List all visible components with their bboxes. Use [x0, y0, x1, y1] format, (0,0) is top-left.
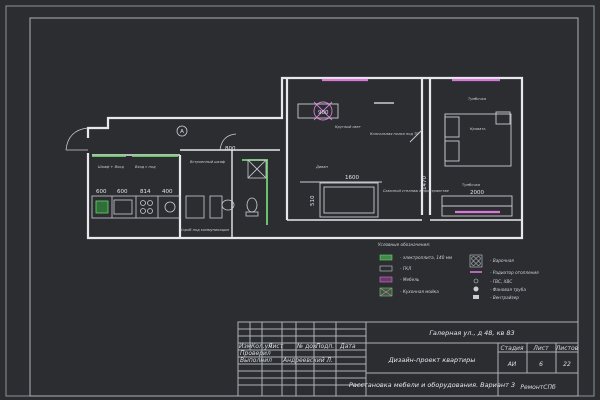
- kitchen-green-panel: [95, 200, 109, 214]
- legend-swatch-hob: [469, 254, 483, 268]
- pillow: [444, 140, 460, 162]
- tb-val-sheets: 22: [563, 361, 571, 368]
- legend-item-gkl: - ГКЛ: [400, 266, 412, 271]
- tb-hdr-date: Дата: [339, 343, 356, 350]
- oven: [113, 199, 133, 215]
- hob-burner: [140, 208, 146, 214]
- shower-tray: [247, 159, 267, 179]
- legend-item-water: - ГВС, ХВС: [490, 279, 512, 284]
- floor-plan: [65, 76, 524, 240]
- legend-swatch-gkl: [379, 265, 393, 272]
- sofa: [319, 182, 379, 218]
- tb-company: РемонтСПб: [520, 384, 556, 391]
- note-console: Сквозной стеллаж в пространстве: [383, 189, 450, 193]
- legend-item-hob: - Варочная: [490, 258, 514, 263]
- dim-900: 900: [318, 110, 329, 116]
- dim-510: 510: [310, 195, 316, 206]
- tb-val-stage: АИ: [507, 361, 517, 368]
- dim-814: 814: [140, 189, 151, 195]
- tb-name-vyp: Андреевский Л.: [282, 357, 333, 364]
- legend-item-stove: - электроплита, 140 мм: [400, 255, 452, 260]
- note-bed: Кровать: [470, 127, 486, 131]
- legend-swatch-stove: [379, 254, 393, 261]
- legend-item-sink: - Кухонная мойка: [400, 289, 439, 294]
- bathroom-fixtures: [185, 133, 267, 219]
- tb-col-stage: Стадия: [500, 345, 523, 352]
- legend-swatch-furniture: [379, 276, 393, 283]
- legend-title: Условные обозначения:: [378, 242, 431, 247]
- legend-item-drain: - Фановая труба: [490, 287, 526, 292]
- legend-swatch-sink: [379, 287, 393, 297]
- plan-annotations: А 800 600 600 814 400 1600 2000 900 510 …: [96, 97, 486, 232]
- tb-col-sheet: Лист: [532, 345, 549, 352]
- dim-800-kitchen: 800: [225, 146, 236, 152]
- legend-item-radiator: - Радиатор отопления: [490, 270, 539, 275]
- bath-door-arc: [219, 133, 237, 151]
- tb-hdr-izm: Изм: [239, 343, 252, 350]
- bedside-table: [495, 111, 511, 125]
- note-tumba-2: Тумбочка: [462, 183, 480, 187]
- note-storage: Короб под коммуникации: [180, 228, 230, 232]
- shelf-unit: [297, 103, 339, 119]
- dim-600-a: 600: [96, 189, 107, 195]
- bath-vanity: [209, 195, 223, 219]
- tb-row-vyp: Выполнил: [240, 357, 272, 364]
- drawing-frame-outer: [5, 5, 595, 397]
- legend-item-furniture: - Мебель: [400, 277, 420, 282]
- note-sofa: Диван: [315, 165, 328, 169]
- note-bath: Встроенный шкаф: [190, 160, 225, 164]
- note-tv: Консольная полка под ТВ: [370, 132, 419, 136]
- dim-400: 400: [162, 189, 173, 195]
- tb-address: Галерная ул., д 48, кв 83: [429, 329, 514, 337]
- outer-wall: [86, 76, 524, 240]
- bedroom-furniture: [409, 111, 513, 217]
- radiators: [322, 78, 500, 214]
- dim-600-b: 600: [117, 189, 128, 195]
- note-tumba-1: Тумбочка: [468, 97, 486, 101]
- living-room-furniture: [297, 101, 394, 218]
- hob-burner: [147, 208, 153, 214]
- tb-hdr-kol: Кол.уч: [251, 343, 272, 350]
- tb-project: Дизайн-проект квартиры: [388, 356, 476, 364]
- entry-door-arc: [65, 127, 89, 151]
- note-hallway-2: Вход с под: [135, 165, 156, 169]
- toilet-icon: [246, 197, 258, 213]
- axis-marker-label: А: [180, 129, 184, 135]
- legend-swatch-water: [473, 278, 479, 284]
- axis-marker: [176, 125, 188, 137]
- tb-sheet-title: Расстановка мебели и оборудования. Вариа…: [349, 381, 515, 389]
- legend-item-vent: - Вентрайзер: [490, 295, 519, 300]
- tb-hdr-doc: № док: [296, 343, 317, 350]
- title-block-text: Изм Кол.уч Лист № док Подп. Дата Провери…: [239, 329, 579, 391]
- dim-1600: 1600: [345, 175, 359, 181]
- bedroom-door: [409, 129, 423, 143]
- bath-unit: [185, 195, 205, 219]
- legend-swatch-vent: [473, 295, 479, 299]
- hob-burner: [147, 200, 153, 206]
- tb-hdr-podp: Подп.: [316, 343, 334, 350]
- legend-swatch-drain: [473, 286, 479, 292]
- note-hallway-1: Шкаф + Вход: [98, 165, 124, 169]
- pillow: [444, 116, 460, 138]
- note-lamp: Круглый свет: [335, 125, 362, 129]
- dim-1470: 1470: [422, 176, 428, 190]
- kitchen-furniture: [91, 195, 181, 219]
- hob-burner: [140, 200, 146, 206]
- sink-bowl: [164, 201, 176, 213]
- tb-row-prov: Проверил: [240, 350, 271, 357]
- bed: [444, 113, 512, 167]
- round-lamp: [313, 101, 333, 121]
- tb-val-sheet: 6: [539, 361, 543, 368]
- dim-2000: 2000: [470, 190, 484, 196]
- legend: Условные обозначения: - электроплита, 14…: [378, 242, 539, 300]
- title-block: [237, 321, 579, 397]
- tb-col-sheets: Листов: [555, 345, 579, 352]
- toilet-tank: [245, 211, 259, 217]
- tb-hdr-list: Лист: [267, 343, 284, 350]
